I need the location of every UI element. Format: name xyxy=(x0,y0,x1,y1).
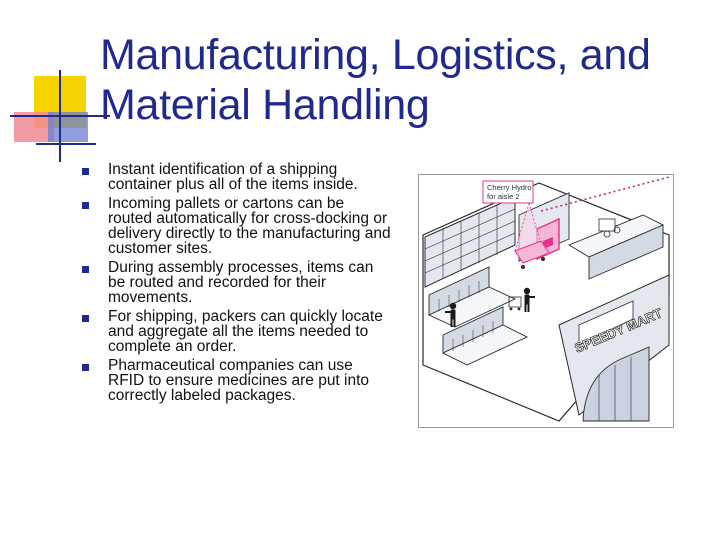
decorative-logo xyxy=(0,0,110,170)
bullet-item: Incoming pallets or cartons can be route… xyxy=(82,196,392,256)
bullet-marker-icon xyxy=(82,364,89,371)
bullet-marker-icon xyxy=(82,202,89,209)
bullet-text: Pharmaceutical companies can use RFID to… xyxy=(108,357,370,404)
bullet-marker-icon xyxy=(82,266,89,273)
bullet-marker-icon xyxy=(82,315,89,322)
bullet-text: During assembly processes, items can be … xyxy=(108,259,374,306)
bullet-item: During assembly processes, items can be … xyxy=(82,260,392,305)
slide-title: Manufacturing, Logistics, and Material H… xyxy=(100,30,700,130)
callout-text-line-1: Cherry Hydro xyxy=(487,183,532,192)
slide-title-line-1: Manufacturing, Logistics, and xyxy=(100,31,651,79)
bullet-list: Instant identification of a shipping con… xyxy=(82,162,392,407)
bullet-item: Instant identification of a shipping con… xyxy=(82,162,392,192)
bullet-marker-icon xyxy=(82,168,89,175)
bullet-text: Instant identification of a shipping con… xyxy=(108,161,358,193)
callout-text-line-2: for aisle 2 xyxy=(487,192,520,201)
bullet-text: Incoming pallets or cartons can be route… xyxy=(108,195,391,257)
bullet-item: Pharmaceutical companies can use RFID to… xyxy=(82,358,392,403)
bullet-item: For shipping, packers can quickly locate… xyxy=(82,309,392,354)
slide-title-line-2: Material Handling xyxy=(100,81,430,129)
bullet-text: For shipping, packers can quickly locate… xyxy=(108,308,383,355)
rfid-store-illustration: Cherry Hydro for aisle 2 SPEEDY xyxy=(418,174,674,428)
